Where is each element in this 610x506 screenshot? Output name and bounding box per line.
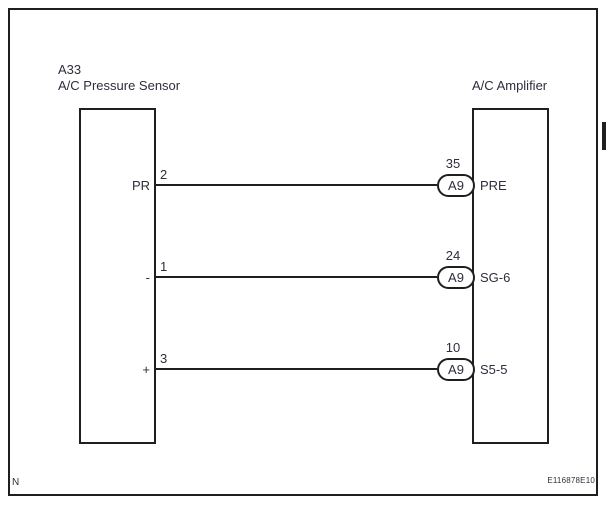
left-terminal-label: PR [131,178,150,193]
footer-left-mark: N [12,477,20,488]
right-pin-number: 24 [445,248,461,263]
right-pin-number: 10 [445,340,461,355]
right-terminal-label: SG-6 [480,270,511,285]
connector-code: A9 [448,362,464,377]
left-connector-box [79,108,156,444]
wire-line [156,184,437,186]
connector-code: A9 [448,270,464,285]
left-pin-number: 1 [160,259,168,274]
left-terminal-label: + [142,362,150,377]
right-component-name: A/C Amplifier [472,78,548,93]
figure-code: E116878E10 [547,476,595,485]
left-component-label: A33 A/C Pressure Sensor [58,62,180,94]
page-edge-marker [602,122,606,150]
left-pin-number: 3 [160,351,168,366]
wire-line [156,368,437,370]
left-component-name: A/C Pressure Sensor [58,78,181,93]
connector-code: A9 [448,178,464,193]
right-pin-number: 35 [445,156,461,171]
right-terminal-label: PRE [480,178,507,193]
left-component-id: A33 [58,62,82,77]
right-component-label: A/C Amplifier [472,78,547,94]
connector-oval: A9 [437,174,475,197]
right-terminal-label: S5-5 [480,362,508,377]
left-terminal-label: - [145,270,150,285]
connector-oval: A9 [437,266,475,289]
left-pin-number: 2 [160,167,168,182]
connector-oval: A9 [437,358,475,381]
wire-line [156,276,437,278]
